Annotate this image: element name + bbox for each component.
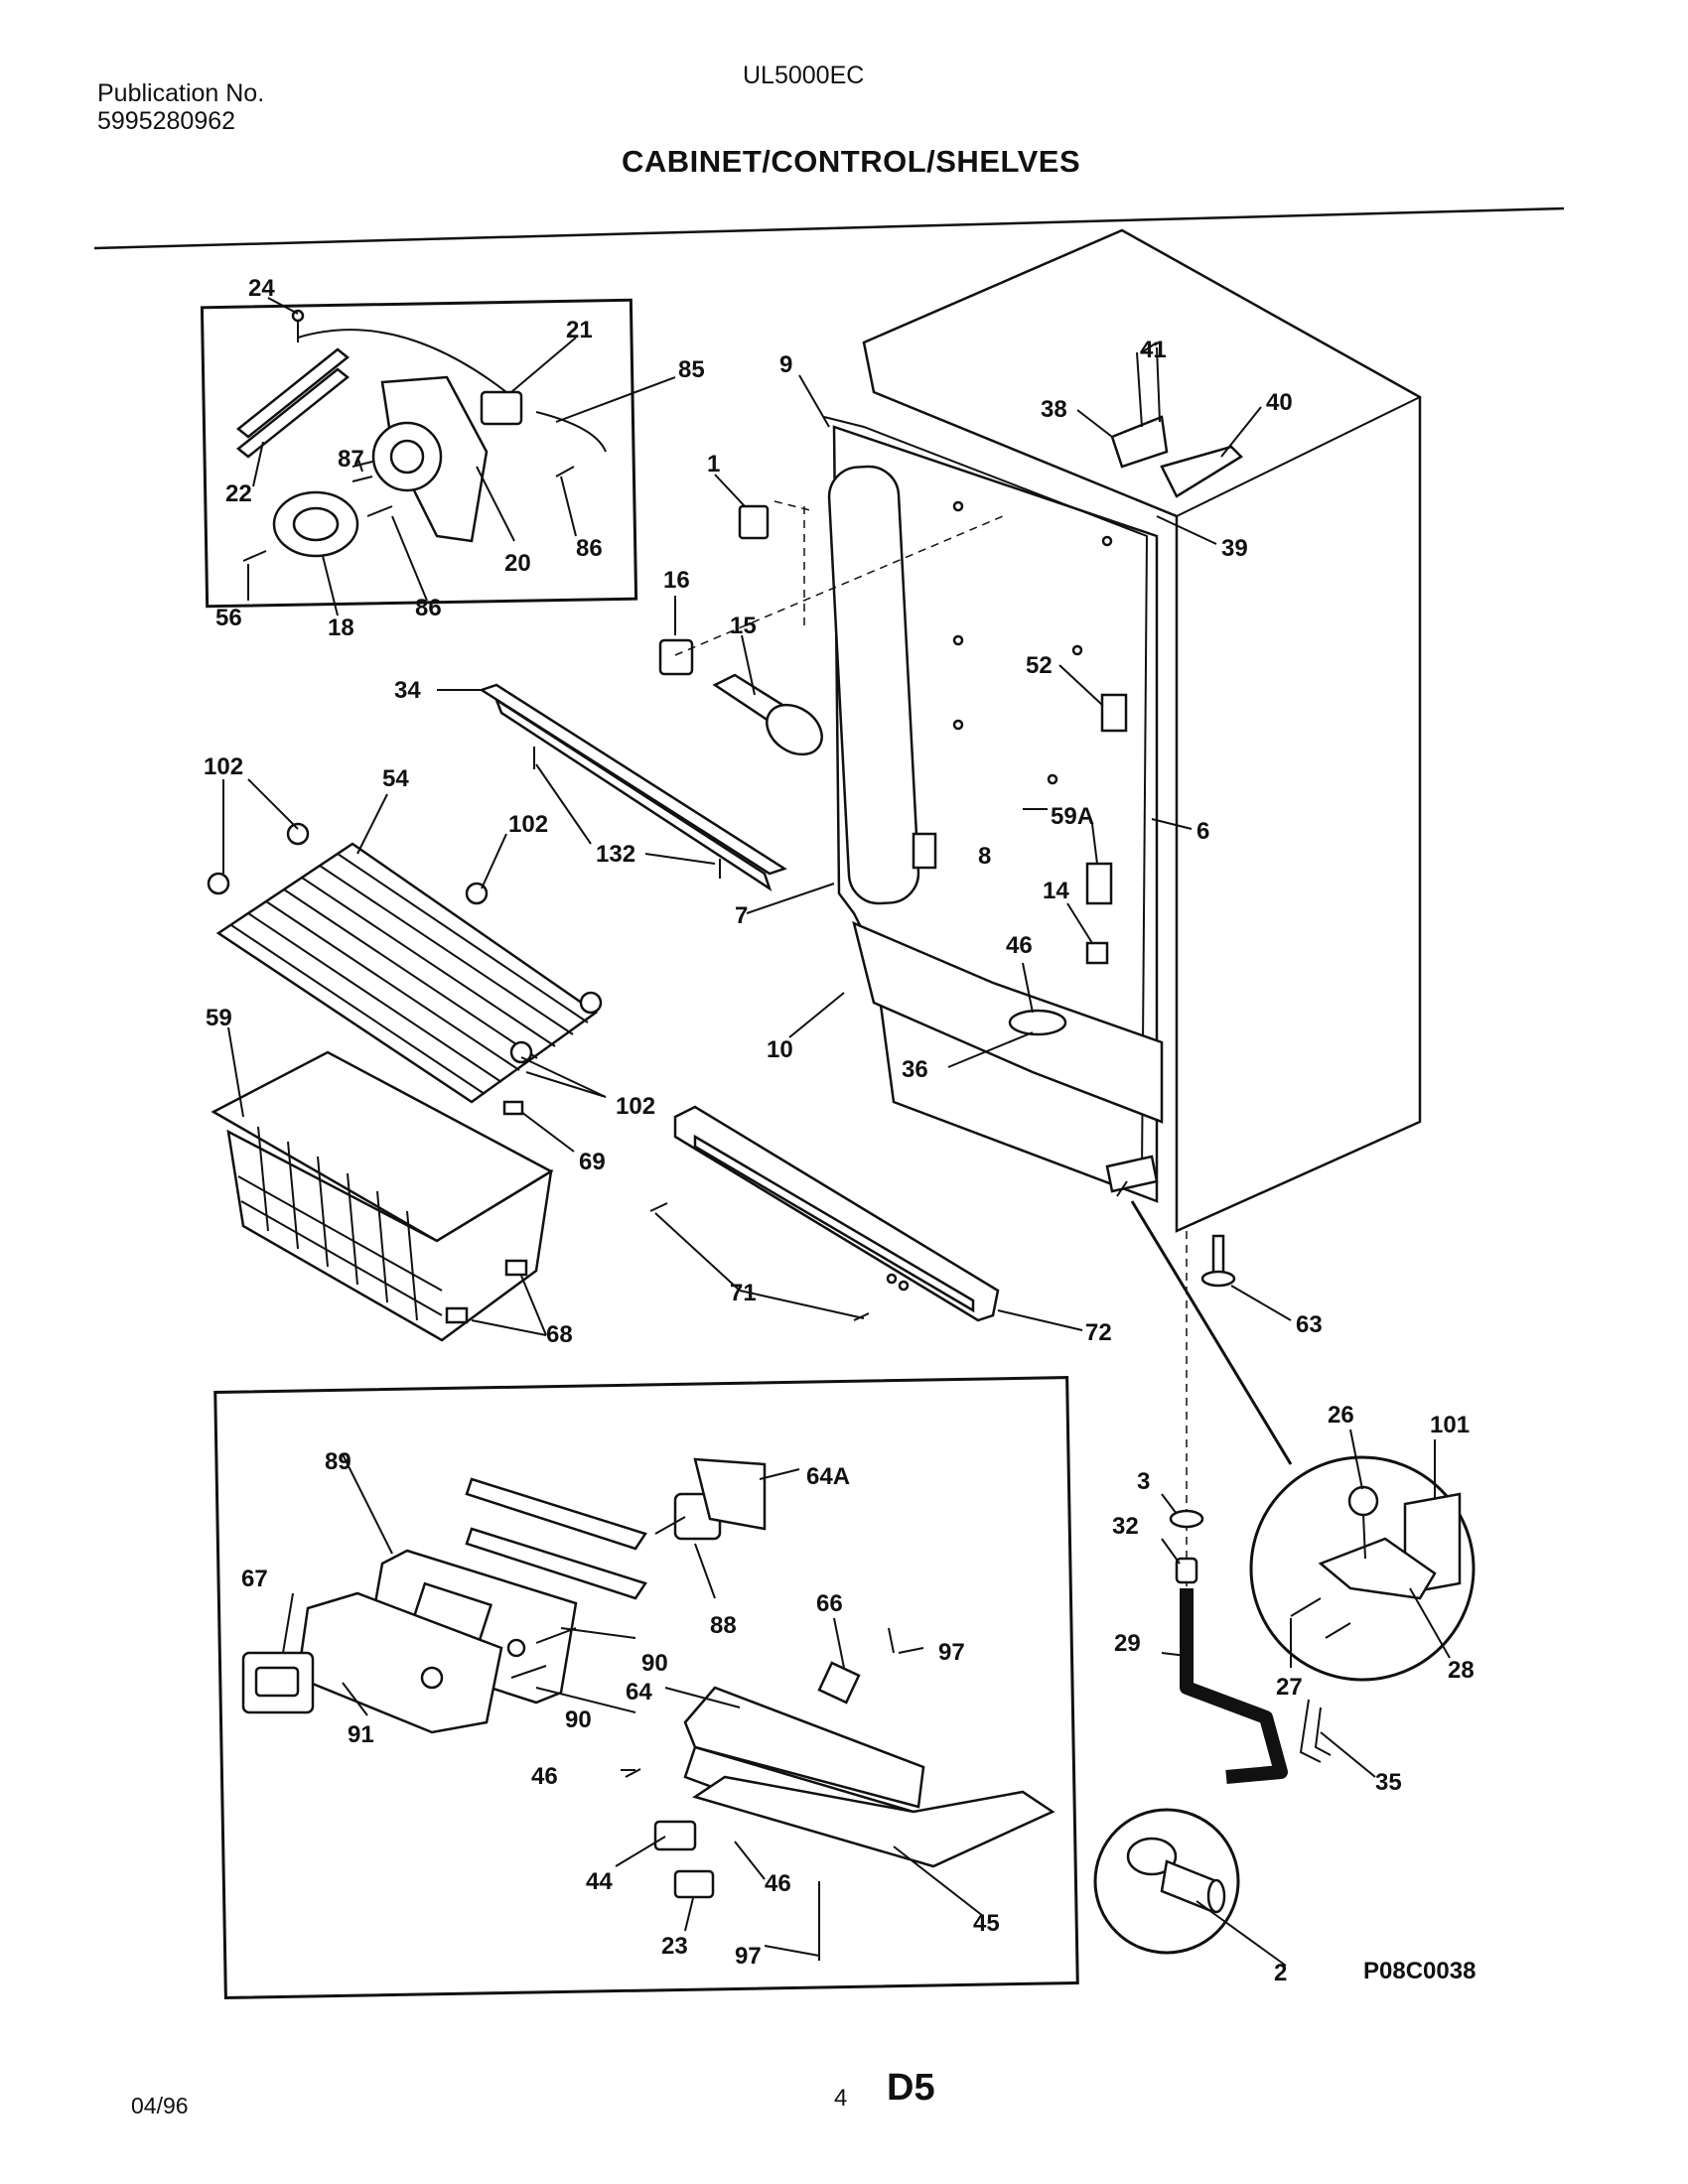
callout-27: 27 [1276, 1674, 1303, 1701]
callout-85: 85 [678, 356, 705, 383]
callout-40: 40 [1266, 389, 1293, 416]
callout-87: 87 [338, 446, 364, 473]
callout-45: 45 [973, 1910, 1000, 1937]
shelf-rail [479, 683, 787, 892]
callouts: 24 21 85 87 22 20 86 86 56 18 9 1 41 38 … [204, 275, 1476, 1986]
footer-section-code: D5 [887, 2067, 935, 2109]
header-rule [93, 206, 1565, 250]
drain-fitting-detail-circle [1093, 1808, 1240, 1955]
callout-66: 66 [816, 1590, 843, 1617]
callout-63: 63 [1296, 1311, 1323, 1338]
callout-86b: 86 [415, 595, 442, 621]
callout-54: 54 [382, 765, 409, 792]
fan-inset-leaders [247, 297, 676, 616]
callout-39: 39 [1221, 535, 1248, 562]
callout-7: 7 [735, 902, 748, 929]
callout-64: 64 [626, 1679, 652, 1706]
callout-72: 72 [1085, 1319, 1112, 1346]
freezer-basket [211, 1050, 554, 1342]
callout-22: 22 [225, 480, 252, 507]
callout-68: 68 [546, 1321, 573, 1348]
publication-number: 5995280962 [97, 107, 236, 135]
callout-89: 89 [325, 1448, 352, 1475]
callout-97a: 97 [938, 1639, 965, 1666]
cabinet [823, 228, 1422, 1233]
hinge-detail-circle [1249, 1455, 1476, 1682]
callout-56: 56 [215, 605, 242, 631]
callout-36: 36 [902, 1056, 928, 1083]
callout-46c: 46 [765, 1870, 791, 1897]
callout-15: 15 [730, 613, 757, 639]
detail-pointer-line [1130, 1200, 1293, 1465]
control-panel-inset-box [213, 1376, 1079, 1999]
leveling-leg [1200, 1234, 1236, 1288]
callout-38: 38 [1041, 396, 1067, 423]
callout-29: 29 [1114, 1630, 1141, 1657]
drain-assembly [1169, 1509, 1332, 1784]
callout-102a: 102 [204, 753, 243, 780]
page-title: CABINET/CONTROL/SHELVES [622, 144, 1081, 179]
fan-motor-inset-box [200, 298, 638, 609]
door-small-parts [658, 500, 1004, 756]
callout-90b: 90 [565, 1706, 592, 1733]
callout-26: 26 [1328, 1402, 1354, 1429]
callout-97b: 97 [735, 1943, 762, 1970]
callout-35: 35 [1375, 1769, 1402, 1796]
callout-86a: 86 [576, 535, 603, 562]
fan-motor-assembly [235, 309, 607, 562]
callout-23: 23 [661, 1933, 688, 1960]
footer-page-number: 4 [834, 2085, 848, 2112]
callout-14: 14 [1043, 878, 1069, 904]
front-grille [649, 1105, 1000, 1322]
callout-2: 2 [1274, 1960, 1287, 1986]
callout-69: 69 [579, 1149, 606, 1175]
callout-8: 8 [978, 843, 991, 870]
callout-41: 41 [1140, 337, 1167, 363]
misc-leaders [222, 341, 1451, 1967]
callout-59A: 59A [1051, 803, 1094, 830]
callout-46b: 46 [531, 1763, 558, 1790]
callout-88: 88 [710, 1612, 737, 1639]
callout-52: 52 [1026, 652, 1053, 679]
callout-59: 59 [206, 1005, 232, 1031]
callout-20: 20 [504, 550, 531, 577]
callout-90a: 90 [641, 1650, 668, 1677]
callout-28: 28 [1448, 1657, 1475, 1684]
model-number: UL5000EC [743, 62, 865, 89]
callout-9: 9 [779, 351, 792, 378]
callout-46a: 46 [1006, 932, 1033, 959]
control-panel-assembly [241, 1457, 1055, 1961]
callout-101: 101 [1430, 1412, 1470, 1438]
callout-1: 1 [707, 451, 720, 478]
callout-132: 132 [596, 841, 635, 868]
callout-10: 10 [767, 1036, 793, 1063]
callout-6: 6 [1196, 818, 1209, 845]
callout-21: 21 [566, 317, 593, 343]
callout-44: 44 [586, 1868, 613, 1895]
callout-102c: 102 [616, 1093, 655, 1120]
callout-24: 24 [248, 275, 275, 302]
callout-64A: 64A [806, 1463, 850, 1490]
callout-91: 91 [348, 1721, 374, 1748]
callout-16: 16 [663, 567, 690, 594]
wire-shelf [207, 822, 603, 1104]
callout-102b: 102 [508, 811, 548, 838]
callout-3: 3 [1137, 1468, 1150, 1495]
callout-67: 67 [241, 1566, 268, 1592]
publication-label: Publication No. [97, 79, 265, 107]
callout-18: 18 [328, 614, 354, 641]
callout-32: 32 [1112, 1513, 1139, 1540]
drawing-code: P08C0038 [1363, 1958, 1476, 1984]
callout-34: 34 [394, 677, 421, 704]
footer-date: 04/96 [131, 2093, 189, 2118]
callout-71: 71 [730, 1280, 757, 1306]
